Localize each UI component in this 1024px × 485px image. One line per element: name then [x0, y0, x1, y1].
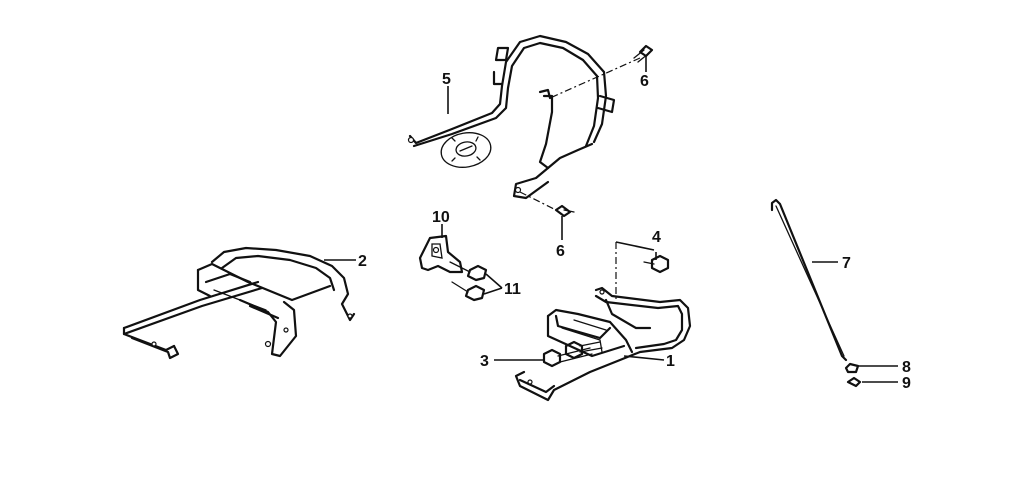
- frame-part-1: [514, 286, 692, 402]
- bolt-part-6-lower: [554, 204, 575, 218]
- callout-10: 10: [432, 209, 450, 226]
- guide-line-upper: [549, 57, 641, 99]
- leader-lines: [324, 56, 898, 383]
- callout-4: 4: [652, 229, 661, 246]
- bolts-part-3: [542, 340, 603, 368]
- bolt-part-4: [643, 254, 670, 274]
- clip-part-9: [846, 376, 862, 388]
- callout-5: 5: [442, 71, 451, 88]
- pin-part-8: [844, 362, 860, 374]
- callout-6-lower: 6: [556, 243, 565, 260]
- bolt-part-6-upper: [633, 44, 654, 63]
- bracket-part-10: [418, 234, 464, 274]
- callout-3: 3: [480, 353, 489, 370]
- frame-part-2: [122, 246, 356, 360]
- callout-7: 7: [842, 255, 851, 272]
- callout-11: 11: [504, 281, 521, 298]
- roll-bar-part-5: [407, 34, 616, 200]
- callout-6-upper: 6: [640, 73, 649, 90]
- bolts-part-11: [449, 261, 488, 302]
- callout-8: 8: [902, 359, 911, 376]
- callout-2: 2: [358, 253, 367, 270]
- guide-line-lower: [519, 191, 557, 211]
- callout-1: 1: [666, 353, 675, 370]
- rod-part-7: [770, 198, 848, 362]
- callout-9: 9: [902, 375, 911, 392]
